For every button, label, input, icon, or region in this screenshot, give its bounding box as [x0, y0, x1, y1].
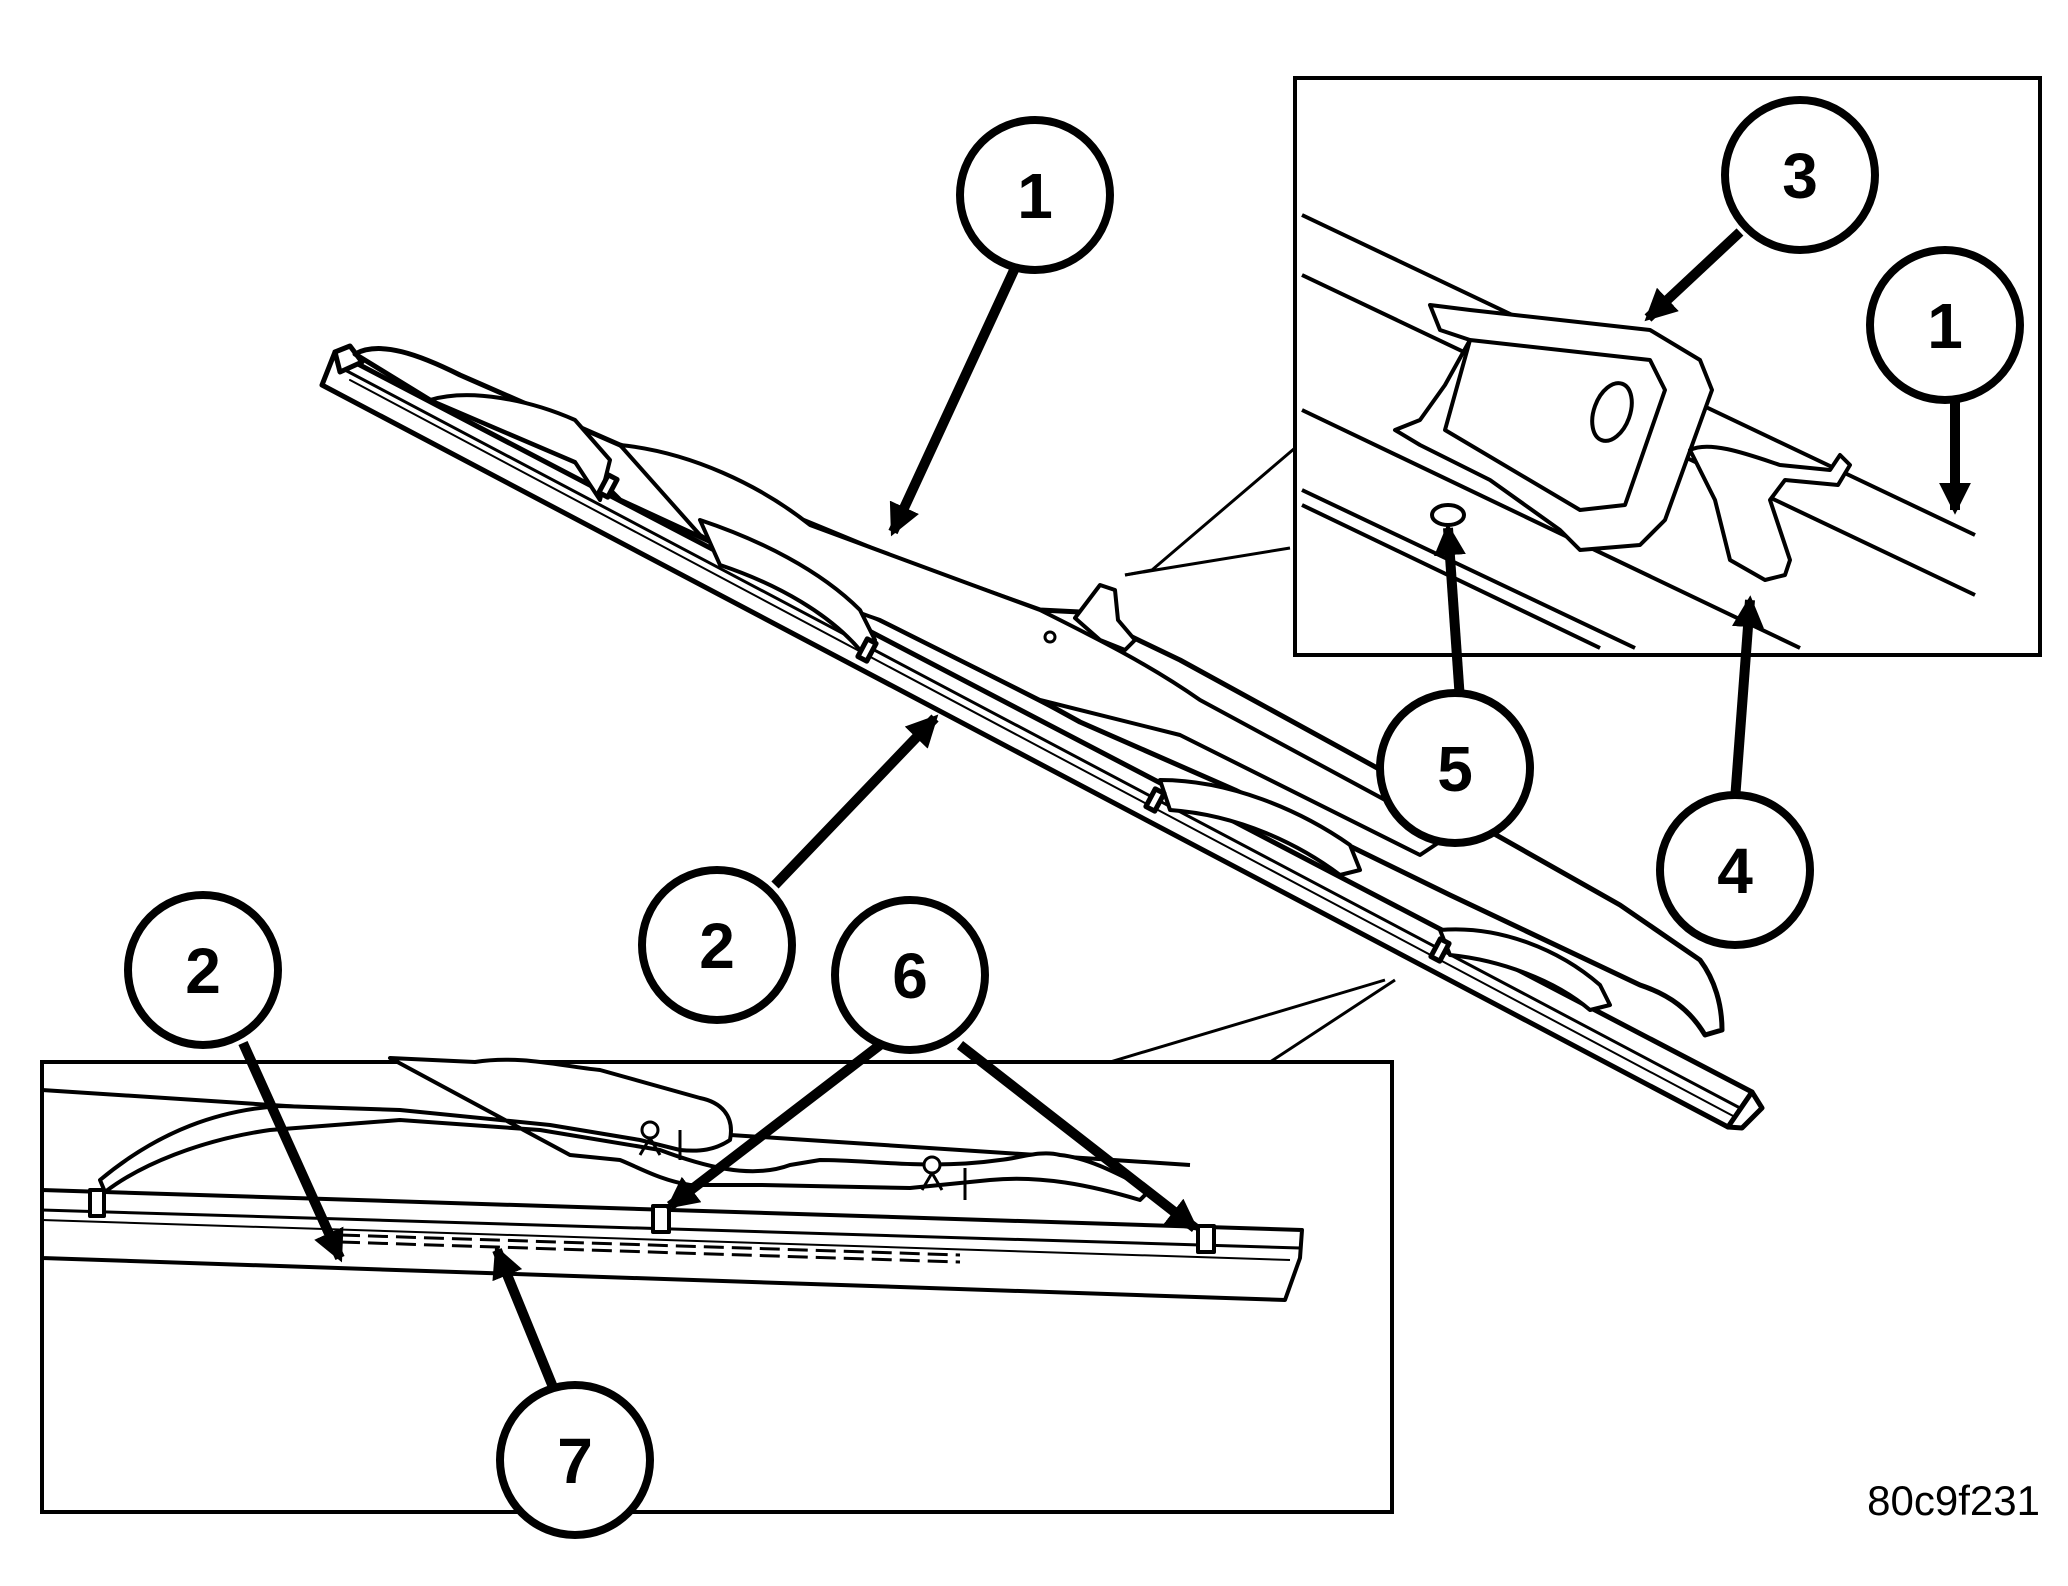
inset-bottom-left: [40, 1056, 1394, 1514]
arrow-5-inset: [1433, 523, 1466, 701]
callout-4-inset: 4: [1656, 791, 1814, 949]
svg-text:2: 2: [185, 935, 221, 1007]
callout-5-inset: 5: [1376, 689, 1534, 847]
callout-1-inset: 1: [1866, 246, 2024, 404]
arrow-2-main: [771, 714, 939, 889]
callout-7-inset: 7: [496, 1381, 654, 1539]
callout-circles: 1 2 3 1 5 4 2 6: [124, 96, 2024, 1539]
svg-text:7: 7: [557, 1425, 593, 1497]
arrow-7-inset: [492, 1245, 560, 1394]
svg-text:6: 6: [892, 940, 928, 1012]
wiper-pivot-adapter: [1073, 583, 1137, 652]
arrow-6a-inset: [666, 1041, 884, 1210]
svg-text:3: 3: [1782, 140, 1818, 212]
callout-3-inset: 3: [1721, 96, 1879, 254]
svg-text:2: 2: [699, 910, 735, 982]
retaining-clip: [651, 1204, 671, 1234]
arrow-3-inset: [1644, 228, 1744, 322]
callout-2-main: 2: [638, 866, 796, 1024]
arrow-1-main: [888, 265, 1020, 537]
inset-rubber-element: [40, 1188, 1304, 1302]
lock-hole: [1430, 503, 1466, 527]
callout-1-main: 1: [956, 116, 1114, 274]
figure-id: 80c9f231: [1867, 1477, 2040, 1524]
callout-2-inset: 2: [124, 891, 282, 1049]
release-tab: [1688, 444, 1852, 582]
arrow-6b-inset: [956, 1041, 1199, 1232]
arrow-2-inset: [238, 1040, 345, 1263]
arrow-4-inset: [1730, 595, 1764, 801]
retaining-clip: [88, 1188, 106, 1218]
inset-yoke-contour: [98, 1056, 1152, 1202]
svg-text:1: 1: [1927, 290, 1963, 362]
callout-arrows: [238, 228, 1972, 1394]
svg-text:4: 4: [1717, 835, 1753, 907]
retaining-clip: [1196, 1224, 1216, 1254]
svg-text:5: 5: [1437, 733, 1473, 805]
callout-6-inset: 6: [831, 896, 989, 1054]
svg-text:1: 1: [1017, 160, 1053, 232]
wiper-blade-main: [319, 343, 1765, 1131]
inset-leader-lines: [1109, 446, 1396, 1064]
